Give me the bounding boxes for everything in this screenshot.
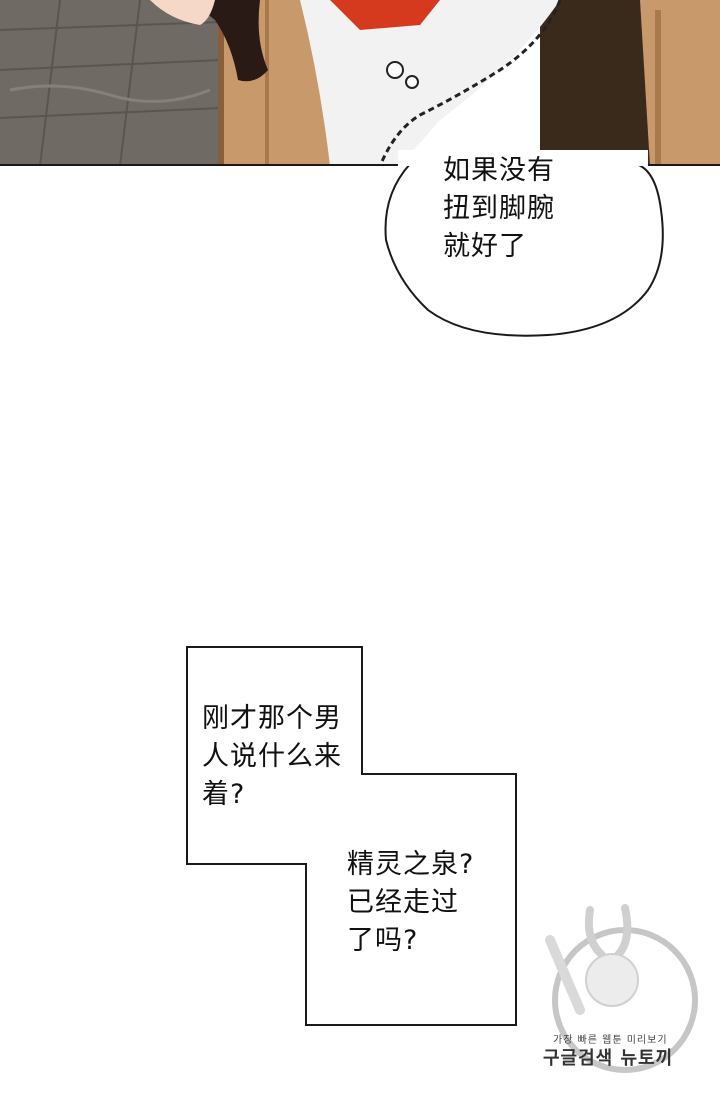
speech-bubble	[384, 150, 664, 337]
watermark-logo	[545, 904, 698, 1073]
narration-text-1: 刚才那个男 人说什么来 着?	[202, 700, 342, 814]
narration-1-line-3: 着?	[202, 779, 246, 810]
comic-panel-top	[0, 0, 720, 166]
speech-line-3: 就好了	[443, 231, 527, 262]
narration-1-line-2: 人说什么来	[202, 741, 342, 772]
speech-line-1: 如果没有	[443, 155, 555, 186]
narration-1-line-1: 刚才那个男	[202, 703, 342, 734]
narration-text-2: 精灵之泉? 已经走过 了吗?	[347, 846, 474, 960]
narration-2-line-3: 了吗?	[347, 925, 419, 956]
speech-line-2: 扭到脚腕	[443, 193, 555, 224]
narration-box	[186, 646, 517, 1026]
watermark-small-text: 가장 빠른 웹툰 미리보기	[553, 1035, 668, 1046]
narration-2-line-1: 精灵之泉?	[347, 849, 475, 880]
narration-2-line-2: 已经走过	[347, 887, 459, 918]
watermark-big-text: 구글검색 뉴토끼	[543, 1048, 674, 1069]
speech-bubble-text: 如果没有 扭到脚腕 就好了	[443, 152, 555, 266]
panel-illustration	[0, 0, 720, 164]
